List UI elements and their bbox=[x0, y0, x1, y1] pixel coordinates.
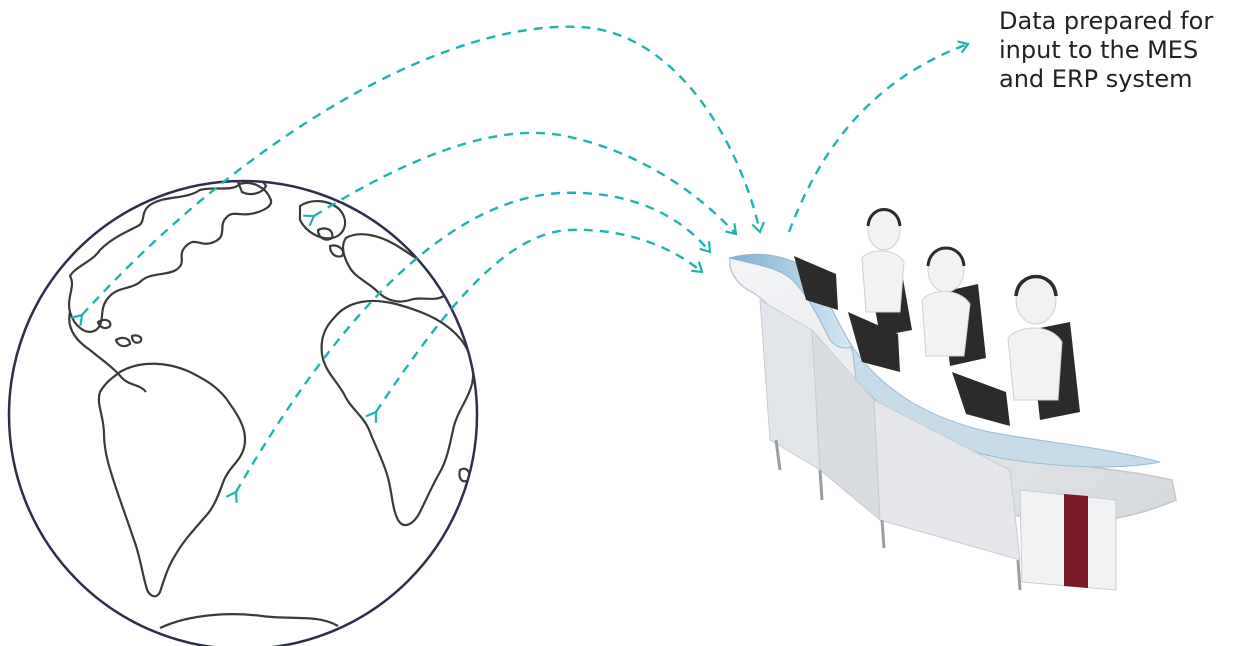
operator-figure bbox=[952, 274, 1080, 426]
data-arrow-2 bbox=[303, 131, 738, 236]
globe-icon bbox=[7, 179, 479, 646]
operator-figure bbox=[848, 246, 986, 372]
data-arrow-4 bbox=[365, 228, 704, 423]
data-arrow-3 bbox=[225, 191, 712, 503]
antarctica-outline bbox=[159, 613, 339, 629]
operator-figure bbox=[794, 208, 912, 336]
control-room-operators-icon bbox=[728, 208, 1177, 591]
data-arrow-1 bbox=[71, 25, 765, 326]
output-caption: Data prepared for input to the MES and E… bbox=[999, 7, 1249, 94]
caption-line-3: and ERP system bbox=[999, 65, 1193, 93]
data-arrow-output bbox=[787, 40, 970, 233]
caption-line-2: input to the MES bbox=[999, 36, 1199, 64]
caption-line-1: Data prepared for bbox=[999, 7, 1214, 35]
central-america-outline bbox=[68, 311, 147, 393]
